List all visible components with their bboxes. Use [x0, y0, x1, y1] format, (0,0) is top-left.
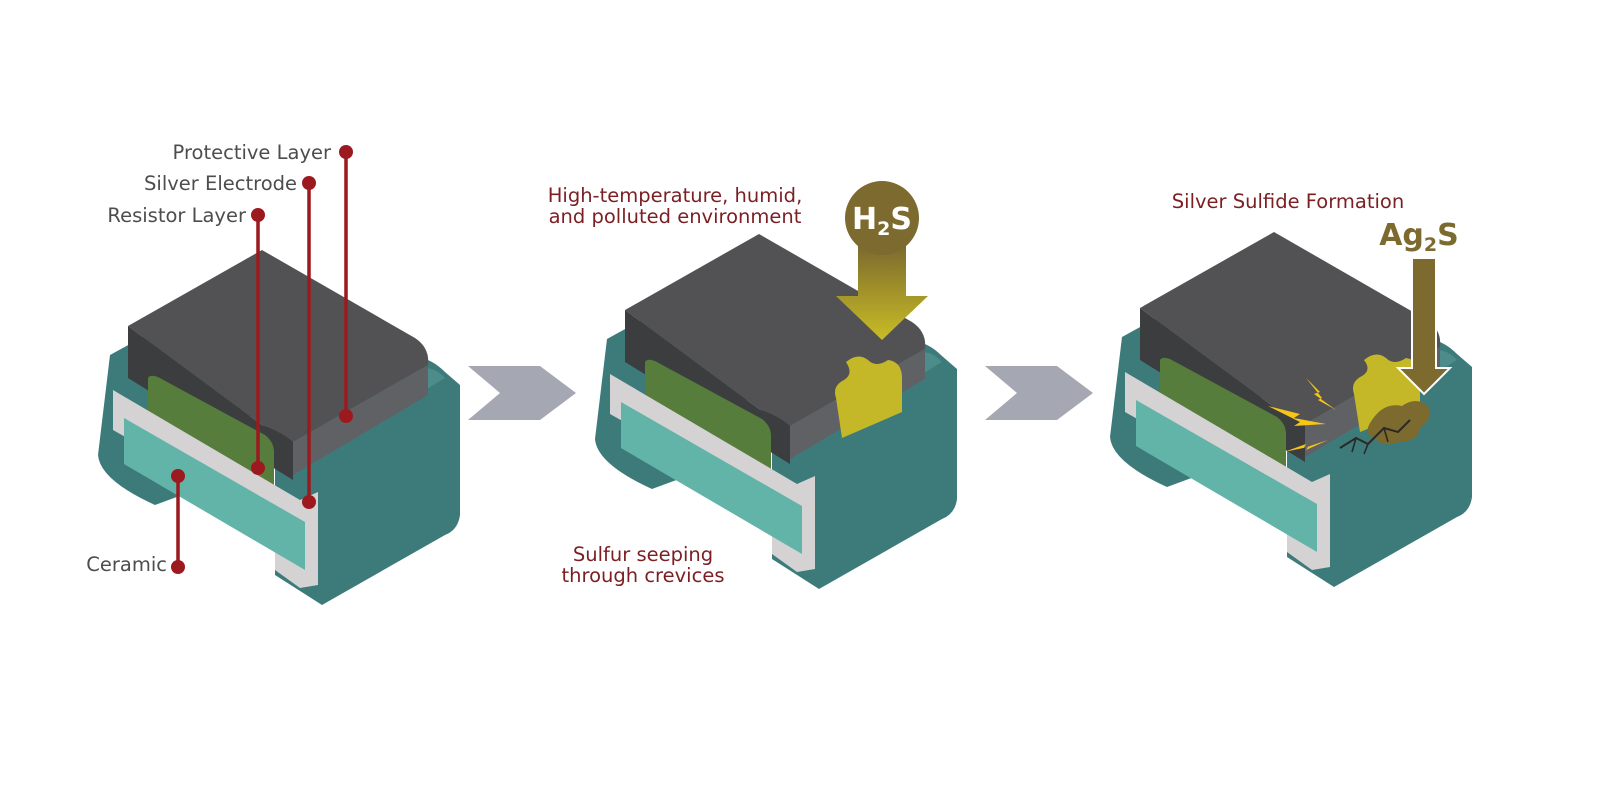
process-arrow-2 — [985, 366, 1093, 420]
leader-resistor-layer — [251, 208, 265, 475]
panel-2-sulfur-exposure: H2S High-temperature, humid, and pollute… — [548, 181, 957, 589]
caption-environment-line-1: High-temperature, humid, — [548, 184, 803, 207]
caption-sulfur-line-2: through crevices — [562, 564, 725, 587]
leader-silver-electrode — [302, 176, 316, 509]
label-ceramic: Ceramic — [86, 553, 167, 576]
spark-icon — [1306, 378, 1336, 410]
h2s-bubble — [845, 181, 919, 255]
h2s-formula: H2S — [852, 202, 912, 240]
spark-icon — [1284, 440, 1328, 452]
caption-environment-line-2: and polluted environment — [549, 205, 802, 228]
label-protective-layer: Protective Layer — [173, 141, 332, 164]
ag2s-arrow — [1395, 257, 1453, 396]
ag2s-formula: Ag2S — [1379, 218, 1459, 256]
caption-sulfur-line-1: Sulfur seeping — [573, 543, 713, 566]
resistor-chip-1 — [98, 250, 460, 605]
silver-sulfide-deposit — [1367, 401, 1430, 445]
process-arrow-1 — [468, 366, 576, 420]
sulfur-seep — [835, 356, 902, 438]
caption-silver-sulfide: Silver Sulfide Formation — [1172, 190, 1404, 213]
leader-ceramic — [171, 469, 185, 574]
panel-3-silver-sulfide: Ag2S Silver Sulfide Formation — [1110, 190, 1472, 587]
label-resistor-layer: Resistor Layer — [107, 204, 247, 227]
h2s-arrow — [836, 246, 928, 340]
crack-lines — [1339, 419, 1411, 449]
label-silver-electrode: Silver Electrode — [144, 172, 297, 195]
panel-1-resistor-structure: Protective Layer Silver Electrode Resist… — [86, 141, 460, 605]
leader-protective-layer — [339, 145, 353, 423]
spark-icon — [1268, 406, 1326, 426]
